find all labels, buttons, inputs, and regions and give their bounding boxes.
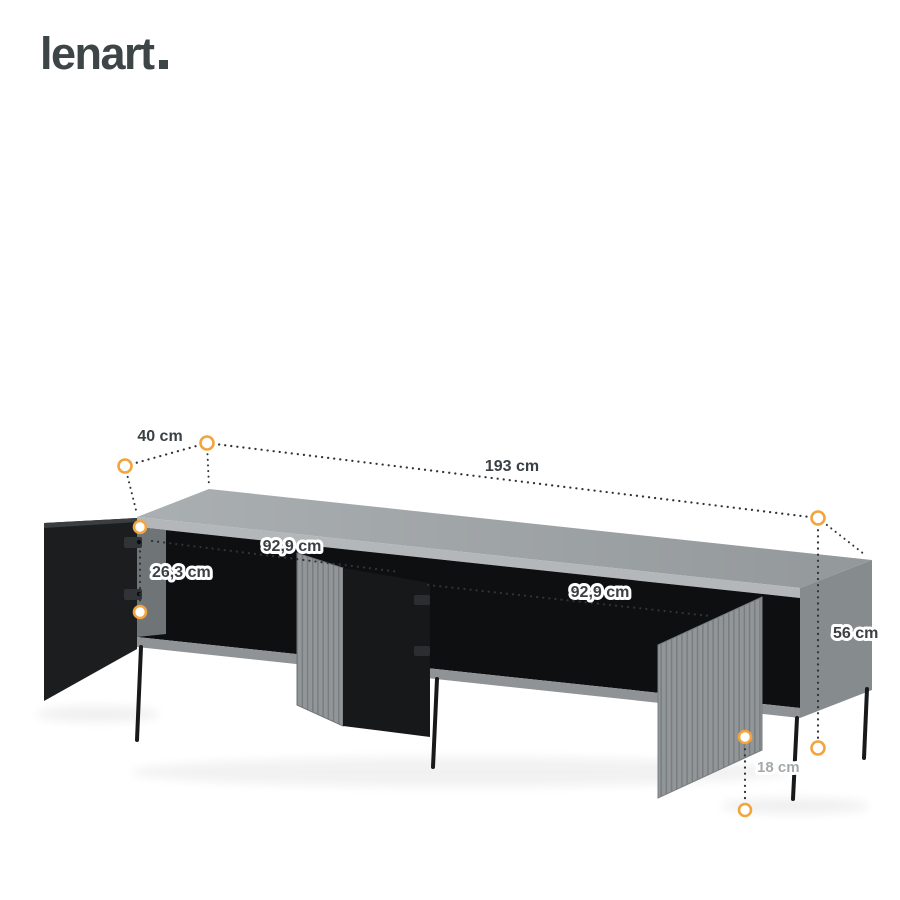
leg-front-right	[791, 716, 799, 801]
dimension-line-width	[205, 441, 820, 520]
marker-leg-bottom	[737, 802, 753, 818]
cabinet-top-surface	[137, 489, 872, 588]
marker-height-bottom	[810, 740, 826, 756]
cabinet-right-side-panel	[800, 560, 872, 718]
left-door-top-edge	[44, 518, 137, 528]
dim-label-leg-height: 18 cm	[757, 759, 800, 776]
hinge-center-top	[414, 595, 430, 605]
brand-logo-text: lenart	[40, 28, 155, 79]
left-door-open	[44, 518, 137, 701]
extension-line-width-right	[817, 517, 865, 555]
dimension-line-niche-left-width	[150, 539, 402, 574]
dim-label-niche-left-width: 92,9 cm	[263, 538, 322, 555]
marker-depth-back	[199, 435, 215, 451]
dimension-lines	[123, 441, 865, 812]
marker-niche-bottom	[132, 604, 148, 620]
center-door-fluted	[296, 552, 344, 727]
cabinet-legs	[135, 645, 869, 801]
marker-width-right	[810, 510, 826, 526]
center-door-black	[343, 568, 430, 737]
brand-logo-dot	[158, 60, 168, 69]
shadow-right	[720, 798, 870, 814]
shadow-main	[130, 757, 790, 787]
hinge-left-bottom	[124, 589, 142, 600]
dimension-line-depth	[123, 441, 209, 468]
cabinet-doors	[44, 518, 763, 799]
hinge-left-top	[124, 537, 142, 548]
leg-front-left	[135, 645, 143, 742]
brand-logo: lenart	[40, 28, 168, 80]
dimension-labels: 40 cm 193 cm 26,3 cm 92,9 cm 92,9 cm 56 …	[134, 425, 881, 779]
floor-shadow	[36, 706, 870, 814]
hinge-left-top-pin	[136, 539, 142, 545]
dim-label-depth: 40 cm	[137, 428, 182, 445]
dim-label-niche-height: 26,3 cm	[152, 564, 211, 581]
dimension-markers	[117, 435, 826, 818]
marker-leg-top	[737, 729, 753, 745]
marker-niche-top	[132, 519, 148, 535]
right-door-fluted	[657, 596, 763, 799]
hinge-center-bottom	[414, 646, 430, 656]
leg-front-center	[431, 677, 439, 769]
dim-label-height: 56 cm	[833, 625, 878, 642]
leg-back-right	[862, 687, 869, 760]
dim-label-width: 193 cm	[485, 458, 539, 475]
marker-depth-front	[117, 458, 133, 474]
shadow-left	[36, 706, 160, 722]
dim-label-niche-right-width: 92,9 cm	[571, 584, 630, 601]
cabinet-top-front-edge	[137, 517, 800, 598]
extension-line-depth-back	[206, 442, 210, 488]
